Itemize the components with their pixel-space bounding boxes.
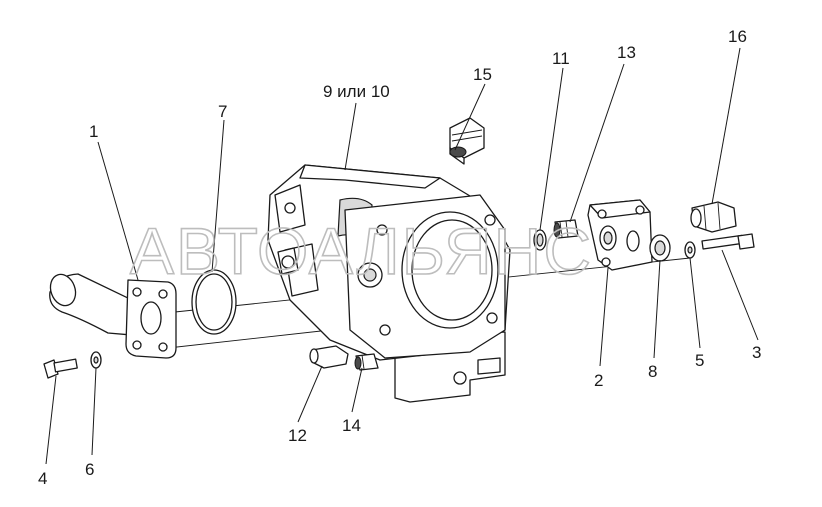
part-12-elbow-fitting xyxy=(309,345,349,369)
callout-3: 3 xyxy=(752,343,761,362)
callout-6: 6 xyxy=(85,460,94,479)
part-13-fitting xyxy=(553,219,579,239)
part-7-o-ring xyxy=(191,269,237,335)
part-16-union-fitting xyxy=(690,201,737,233)
part-5-washer xyxy=(684,241,696,259)
part-14-fitting xyxy=(354,353,379,371)
callout-11: 11 xyxy=(552,49,570,68)
watermark-text: АВТОАЛЬЯНС xyxy=(130,214,593,288)
callout-labels: 1 2 3 4 5 6 7 8 9 или 10 11 12 13 14 15 … xyxy=(38,27,761,488)
part-1-pipe-flange xyxy=(49,273,177,359)
callout-16: 16 xyxy=(728,27,747,46)
callout-9-or-10: 9 или 10 xyxy=(323,82,390,101)
leader-lines xyxy=(45,47,759,465)
part-4-bolt xyxy=(43,358,78,379)
part-11-o-ring xyxy=(533,229,547,251)
callout-4: 4 xyxy=(38,469,47,488)
callout-7: 7 xyxy=(218,102,227,121)
part-15-fitting xyxy=(449,117,485,165)
callout-15: 15 xyxy=(473,65,492,84)
part-9-10-housing xyxy=(267,164,511,403)
part-6-washer xyxy=(90,351,102,369)
callout-1: 1 xyxy=(89,122,98,141)
part-8-seal-ring xyxy=(626,230,671,262)
part-2-flange-block xyxy=(587,199,653,271)
callout-14: 14 xyxy=(342,416,361,435)
part-3-bolt xyxy=(701,233,755,250)
callout-13: 13 xyxy=(617,43,636,62)
callout-5: 5 xyxy=(695,351,704,370)
callout-8: 8 xyxy=(648,362,657,381)
callout-2: 2 xyxy=(594,371,603,390)
callout-12: 12 xyxy=(288,426,307,445)
